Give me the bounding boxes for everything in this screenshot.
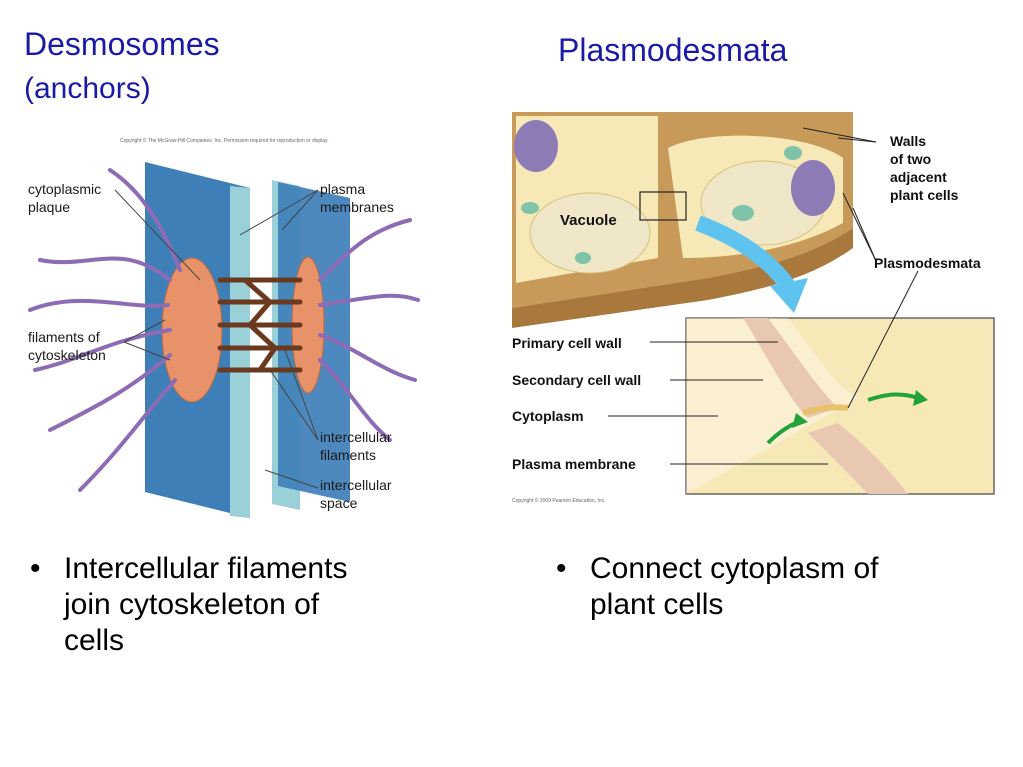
plasmodesmata-diagram: Vacuole Walls of two adjacent plant cell… bbox=[508, 108, 1018, 508]
desmosomes-subtitle: (anchors) bbox=[24, 72, 151, 105]
cell-wall-side bbox=[512, 228, 853, 328]
flow-arrow-left-head bbox=[792, 413, 808, 428]
chloroplast bbox=[784, 146, 802, 160]
label-plasma-membranes-2: membranes bbox=[320, 199, 394, 215]
desmosome-diagram: Copyright © The McGraw-Hill Companies, I… bbox=[20, 130, 420, 525]
plasmodesmata-title: Plasmodesmata bbox=[558, 32, 788, 68]
label-intercellular-filaments-1: intercellular bbox=[320, 429, 392, 445]
bullet-line: plant cells bbox=[590, 588, 724, 621]
plasmodesmata-leaders bbox=[608, 127, 919, 465]
bullet-dot: • bbox=[30, 552, 41, 585]
chloroplast bbox=[521, 202, 539, 214]
desmosomes-title: Desmosomes bbox=[24, 26, 220, 62]
plasmodesmata-illustration: Vacuole Walls of two adjacent plant cell… bbox=[512, 112, 995, 504]
label-cytoplasmic-plaque-2: plaque bbox=[28, 199, 70, 215]
bullet-desmosomes: • Intercellular filaments join cytoskele… bbox=[30, 551, 430, 659]
wall-lower bbox=[808, 423, 908, 494]
label-filaments-1: filaments of bbox=[28, 329, 100, 345]
desmosome-leaders bbox=[114, 189, 319, 489]
label-walls-2: of two bbox=[890, 151, 931, 167]
label-plasmodesmata: Plasmodesmata bbox=[874, 255, 981, 271]
bullet-line: Intercellular filaments bbox=[64, 552, 348, 585]
label-primary-cell-wall: Primary cell wall bbox=[512, 335, 622, 351]
desmosome-illustration: Copyright © The McGraw-Hill Companies, I… bbox=[28, 137, 420, 518]
flow-arrow-right-head bbox=[913, 390, 928, 406]
bullet-line: Connect cytoplasm of bbox=[590, 552, 879, 585]
label-walls-1: Walls bbox=[890, 133, 926, 149]
nucleus-right bbox=[791, 160, 835, 216]
zoom-arrow bbox=[695, 215, 795, 291]
plasmodesma-channel bbox=[802, 404, 849, 416]
chloroplast bbox=[732, 205, 754, 221]
intercellular-filaments bbox=[217, 277, 303, 373]
bullet-line: join cytoskeleton of bbox=[64, 588, 320, 621]
label-walls-3: adjacent bbox=[890, 169, 947, 185]
bullet-line: cells bbox=[64, 624, 125, 657]
nucleus-left bbox=[514, 120, 558, 172]
inset-highlight bbox=[686, 318, 858, 494]
label-secondary-cell-wall: Secondary cell wall bbox=[512, 372, 641, 388]
vacuole-left bbox=[529, 192, 651, 274]
chloroplast bbox=[575, 252, 591, 264]
label-plasma-membrane: Plasma membrane bbox=[512, 456, 636, 472]
left-membrane-edge bbox=[230, 186, 250, 518]
plasmodesmata-copyright: Copyright © 2009 Pearson Education, Inc. bbox=[512, 497, 605, 504]
wall-upper bbox=[743, 318, 838, 418]
bullet-dot: • bbox=[556, 552, 567, 585]
cytoskeleton-filaments bbox=[28, 168, 420, 492]
desmosome-copyright: Copyright © The McGraw-Hill Companies, I… bbox=[120, 137, 329, 144]
label-intercellular-space-2: space bbox=[320, 495, 358, 511]
label-cytoplasmic-plaque-1: cytoplasmic bbox=[28, 181, 101, 197]
flow-arrow-right bbox=[867, 392, 919, 402]
zoom-arrow-head bbox=[770, 278, 808, 313]
bullet-plasmodesmata: • Connect cytoplasm of plant cells bbox=[556, 551, 956, 623]
zoom-box bbox=[639, 191, 687, 221]
label-vacuole: Vacuole bbox=[560, 212, 617, 229]
label-plasma-membranes-1: plasma bbox=[320, 181, 365, 197]
label-filaments-2: cytoskeleton bbox=[28, 347, 106, 363]
label-walls-4: plant cells bbox=[890, 187, 959, 203]
label-intercellular-filaments-2: filaments bbox=[320, 447, 376, 463]
label-cytoplasm: Cytoplasm bbox=[512, 408, 584, 424]
label-intercellular-space-1: intercellular bbox=[320, 477, 392, 493]
